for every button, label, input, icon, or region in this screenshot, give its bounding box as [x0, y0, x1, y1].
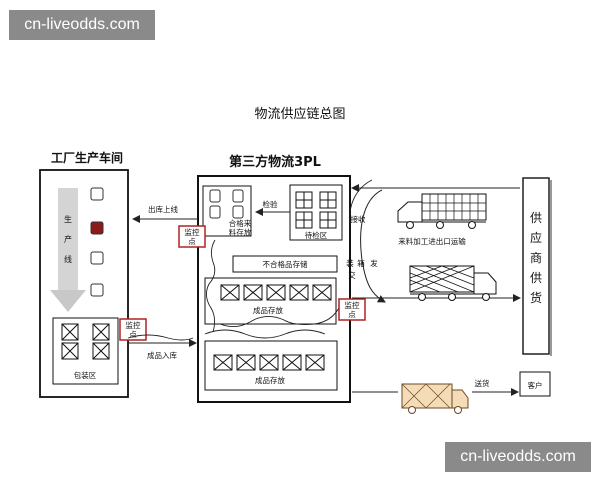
- packing-boxes: [61, 323, 110, 360]
- watermark-bottom: cn-liveodds.com: [445, 442, 591, 472]
- line-char-1: 生: [64, 214, 72, 224]
- inspection-label: 待检区: [305, 230, 328, 240]
- customer-box: [519, 371, 551, 397]
- supplier-char-1: 供: [530, 211, 542, 225]
- tpl-title: 第三方物流3PL: [229, 154, 321, 170]
- flow-wave-mid: [219, 305, 341, 327]
- station-3: [90, 251, 104, 265]
- finished-upper-label: 成品存放: [253, 305, 283, 315]
- watermark-top: cn-liveodds.com: [9, 10, 155, 40]
- inspect-label: 检验: [263, 199, 278, 209]
- factory-title: 工厂生产车间: [51, 150, 123, 165]
- deliver-label: 送货: [475, 378, 490, 388]
- supplier-char-2: 应: [530, 230, 542, 245]
- supplier-char-5: 货: [530, 290, 542, 305]
- supplier-char-4: 供: [530, 271, 542, 285]
- inbound-transport-label: 来料加工进出口运输: [398, 236, 466, 246]
- loop-arrow-top: [349, 179, 373, 225]
- supplier-box: [522, 177, 550, 355]
- receive-label: 接收: [351, 214, 366, 224]
- finished-upper-boxes: [220, 284, 332, 301]
- flow-wave-left: [206, 239, 216, 333]
- load-char-3: 发: [370, 258, 378, 268]
- finished-lower-boxes: [213, 354, 325, 371]
- loop-arrow-right: [360, 189, 386, 303]
- truck-inbound: [397, 193, 487, 229]
- production-line-arrowhead: [50, 290, 86, 312]
- unqualified-storage: [232, 255, 338, 273]
- svg-text:监控: 监控: [185, 227, 200, 237]
- load-char-1: 装: [346, 258, 354, 268]
- production-line-arrow: [58, 188, 78, 292]
- packing-label: 包装区: [74, 370, 97, 380]
- qualified-bins: [209, 189, 244, 219]
- load-char-4: 交: [348, 270, 356, 280]
- monitor-point-3: 监控 点: [338, 298, 366, 321]
- finished-lower-label: 成品存放: [255, 375, 285, 385]
- monitor-point-1: 监控 点: [178, 225, 206, 248]
- load-char-2: 箱: [357, 258, 365, 268]
- truck-outbound: [409, 265, 497, 301]
- svg-text:点: 点: [348, 310, 356, 319]
- svg-text:点: 点: [129, 330, 137, 339]
- delivery-truck: [401, 383, 469, 414]
- svg-text:监控: 监控: [345, 300, 360, 310]
- supplier-char-3: 商: [530, 250, 542, 265]
- customer-label: 客户: [528, 380, 543, 390]
- out-to-line-label: 出库上线: [148, 204, 178, 214]
- finished-inbound-label: 成品入库: [147, 350, 177, 360]
- svg-text:监控: 监控: [126, 320, 141, 330]
- station-4: [90, 283, 104, 297]
- station-2-active: [90, 221, 104, 235]
- station-1: [90, 187, 104, 201]
- qualified-label-1: 合格来: [229, 218, 252, 228]
- flow-wave-lower: [204, 329, 326, 339]
- svg-text:点: 点: [188, 237, 196, 246]
- inspection-bins: [295, 191, 337, 229]
- inbound-wave: [127, 334, 194, 341]
- qualified-label-2: 料存放: [229, 227, 252, 237]
- line-char-3: 线: [64, 254, 72, 264]
- monitor-point-2: 监控 点: [119, 318, 147, 341]
- diagram-title: 物流供应链总图: [254, 106, 345, 122]
- unqualified-label: 不合格品存储: [263, 259, 308, 269]
- line-char-2: 产: [64, 234, 72, 244]
